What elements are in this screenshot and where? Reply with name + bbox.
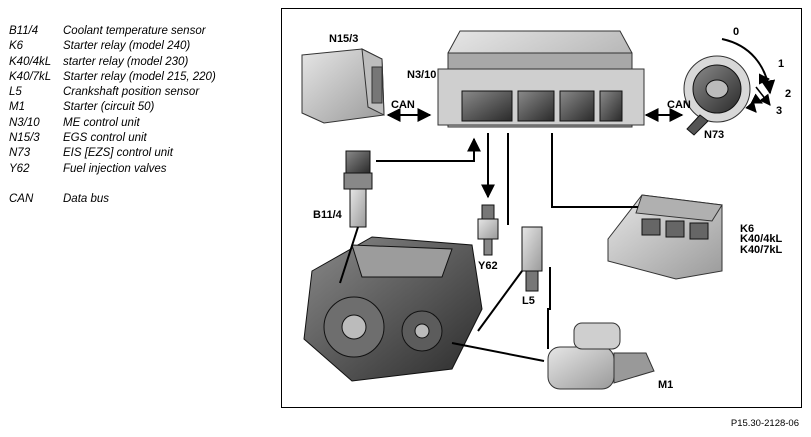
legend-row: CAN Data bus [9,192,279,207]
legend-code: CAN [9,192,34,205]
label-key-pos-0: 0 [733,26,740,38]
legend-row: K40/7kL Starter relay (model 215, 220) [9,70,279,85]
legend-row: Y62 Fuel injection valves [9,162,279,177]
legend-row: N3/10 ME control unit [9,116,279,131]
diagram-canvas [301,30,776,390]
egs-control-unit [301,48,385,124]
legend-desc: ME control unit [63,116,140,129]
label-k6: K6 [740,223,755,235]
legend-row: N15/3 EGS control unit [9,131,279,146]
label-key-pos-1: 1 [778,58,785,70]
legend-desc: starter relay (model 230) [63,55,189,68]
legend-desc: Fuel injection valves [63,162,167,175]
legend-code: K40/7kL [9,70,52,83]
connection-lines [339,108,684,362]
legend-desc: Data bus [63,192,110,205]
label-can-right: CAN [667,99,691,111]
legend-code: K6 [9,40,24,53]
coolant-temp-sensor [343,150,373,228]
legend-desc: Starter relay (model 215, 220) [63,70,216,83]
legend-row: K40/4kL starter relay (model 230) [9,55,279,70]
legend-row: B11/4 Coolant temperature sensor [9,24,279,39]
label-l5: L5 [522,295,535,307]
engine-illustration [303,236,483,382]
label-m1: M1 [658,379,674,391]
legend-desc: Starter relay (model 240) [63,40,191,53]
legend-row: K6 Starter relay (model 240) [9,39,279,54]
legend-desc: EIS [EZS] control unit [63,147,173,160]
legend-code: N3/10 [9,116,40,129]
legend-code: B11/4 [9,25,39,37]
label-n15-3: N15/3 [329,33,359,45]
starter-motor [547,322,655,390]
label-key-pos-3: 3 [776,105,783,117]
legend-desc: Coolant temperature sensor [63,25,206,37]
legend-row: N73 EIS [EZS] control unit [9,146,279,161]
starter-relay-module [607,194,723,280]
legend-row: M1 Starter (circuit 50) [9,100,279,115]
system-diagram: N15/3 N3/10 CAN CAN N73 0 1 2 3 B11/4 Y6… [281,8,802,408]
legend-code: N15/3 [9,132,40,145]
label-k40-7kl: K40/7kL [740,244,783,256]
label-key-pos-2: 2 [785,88,792,100]
me-control-unit [437,30,645,128]
legend-spacer [9,177,279,192]
label-n3-10: N3/10 [407,69,437,81]
label-b11-4: B11/4 [313,209,342,221]
legend-desc: Crankshaft position sensor [63,86,200,99]
legend-code: Y62 [9,162,30,175]
crankshaft-position-sensor [521,226,543,292]
legend-code: K40/4kL [9,55,52,68]
legend-desc: EGS control unit [63,132,147,145]
label-n73: N73 [704,129,725,141]
fuel-injection-valve [477,204,499,256]
eis-ignition-lock [683,38,776,136]
legend-desc: Starter (circuit 50) [63,101,155,114]
figure-reference: P15.30-2128-06 [730,418,799,429]
label-can-left: CAN [391,99,415,111]
label-k40-4kl: K40/4kL [740,233,783,245]
legend-code: L5 [9,86,22,99]
key-position-arrows [745,73,771,113]
label-y62: Y62 [478,260,498,272]
legend-code: M1 [9,101,25,114]
legend-row: L5 Crankshaft position sensor [9,85,279,100]
legend-code: N73 [9,147,31,160]
